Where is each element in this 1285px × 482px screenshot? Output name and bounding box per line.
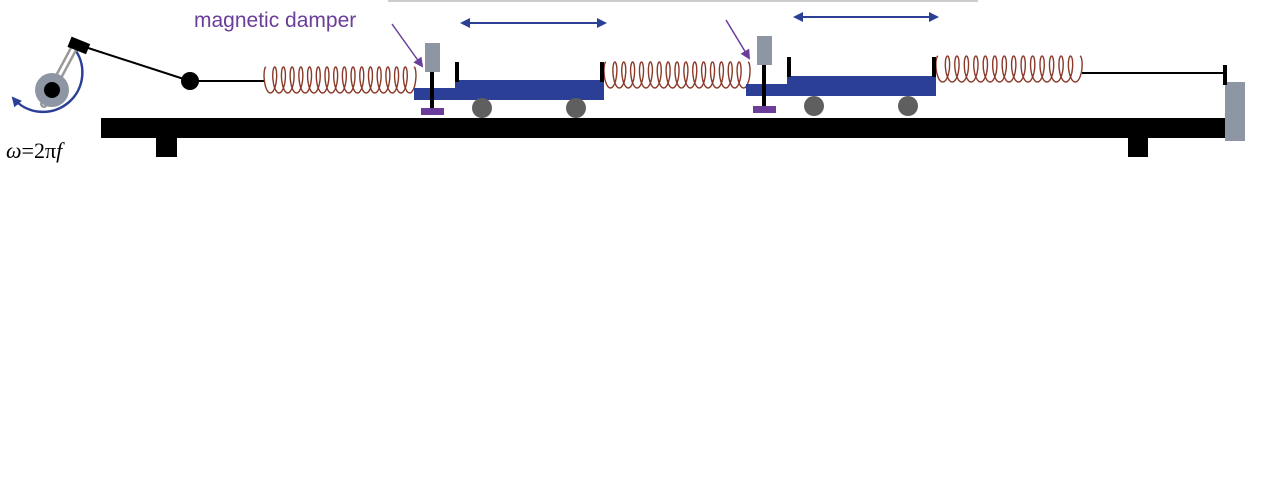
omega-label: ω=2πf [6, 138, 65, 163]
track-foot-right [1128, 136, 1148, 157]
damper-1-base [421, 108, 444, 115]
spring-left [263, 66, 417, 94]
omega-equation: =2π [22, 138, 57, 163]
damper-pointer-1 [391, 23, 424, 68]
damper-2-magnet [757, 36, 772, 65]
cart-1-arm [414, 88, 459, 100]
cart-2 [746, 12, 939, 116]
cart-2-wheel-right [898, 96, 918, 116]
cart-1-wheel-left [472, 98, 492, 118]
damper-1-magnet [425, 43, 440, 72]
track-foot-left [156, 136, 177, 157]
damper-2-rod [762, 65, 766, 109]
cart-1-body [455, 80, 604, 100]
cart-2-arm [746, 84, 791, 96]
cart-2-body [787, 76, 936, 96]
cart-2-wheel-left [804, 96, 824, 116]
cart-1-post-right [600, 62, 604, 82]
damper-pointer-2 [725, 19, 751, 60]
damper-1-rod [430, 70, 434, 112]
crank-pin [67, 36, 91, 55]
cart-1-post-left [455, 62, 459, 82]
cart-2-post-left [787, 57, 791, 77]
end-post [1223, 65, 1227, 85]
cart-1-wheel-right [566, 98, 586, 118]
cart-1 [414, 18, 607, 118]
damper-label: magnetic damper [194, 9, 356, 32]
end-block [1225, 82, 1245, 141]
omega-frequency: f [56, 138, 65, 163]
spring-right [935, 55, 1083, 83]
cart-2-post-right [932, 57, 936, 77]
spring-middle [603, 61, 751, 89]
crank-hub [44, 82, 60, 98]
crank-wheel-icon [11, 36, 91, 114]
damper-2-base [753, 106, 776, 113]
connecting-rod [81, 45, 191, 82]
track [101, 118, 1225, 138]
curved-arrow-icon [11, 46, 84, 114]
omega-symbol: ω [6, 138, 22, 163]
